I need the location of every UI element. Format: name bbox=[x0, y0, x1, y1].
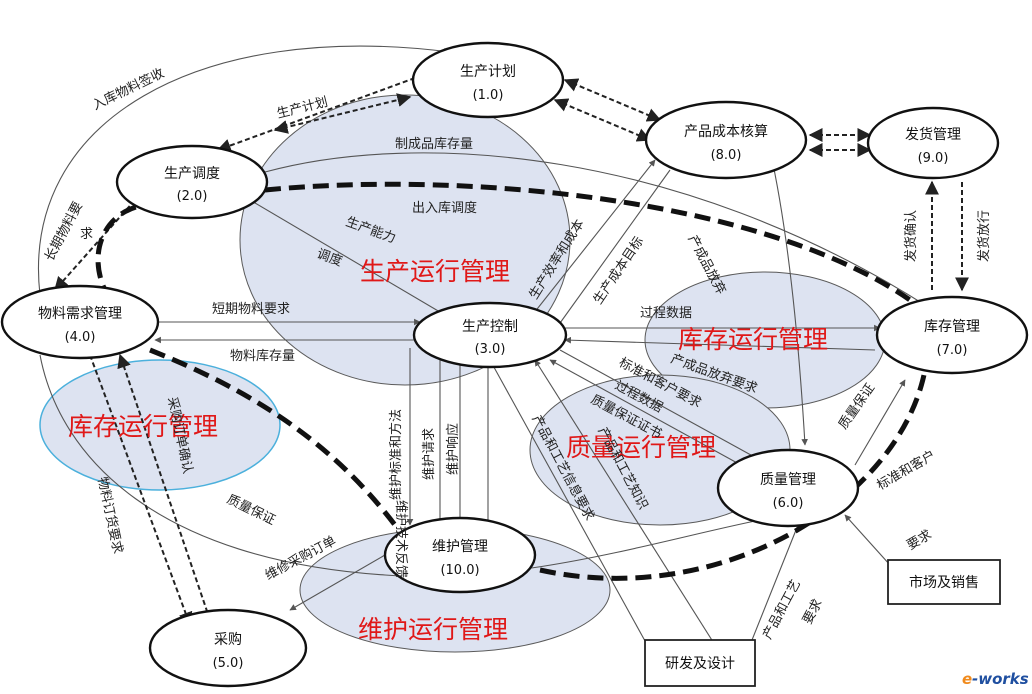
label-std-customer-req-right-1: 标准和客户 bbox=[874, 447, 938, 493]
node-purchase: 采购 (5.0) bbox=[148, 608, 308, 688]
std-customer-req-right-arrow bbox=[844, 514, 891, 566]
label-maint-feedback: 维护技术反馈 bbox=[393, 500, 408, 578]
node-material-name: 物料需求管理 bbox=[38, 306, 122, 322]
inventory-left-region bbox=[39, 359, 281, 491]
long-term-req-arrow bbox=[54, 199, 136, 292]
node-schedule: 生产调度 (2.0) bbox=[115, 144, 269, 220]
node-material-num: (4.0) bbox=[65, 330, 96, 345]
node-maintenance-num: (10.0) bbox=[440, 563, 479, 578]
node-maintenance: 维护管理 (10.0) bbox=[383, 516, 537, 594]
heavy-top-arc bbox=[264, 181, 932, 317]
thin-connectors bbox=[38, 45, 926, 651]
quality-cert-arrow bbox=[549, 359, 751, 471]
plan-to-schedule-arrow bbox=[216, 77, 416, 153]
logo-rest: -works bbox=[972, 670, 1029, 688]
node-plan: 生产计划 (1.0) bbox=[411, 41, 565, 119]
label-inout-schedule: 出入库调度 bbox=[412, 200, 477, 216]
node-inventory: 库存管理 (7.0) bbox=[875, 295, 1029, 375]
efficiency-arrow bbox=[529, 159, 656, 319]
label-maint-std: 维护标准和方法 bbox=[388, 409, 404, 500]
node-quality-num: (6.0) bbox=[773, 496, 804, 511]
node-schedule-name: 生产调度 bbox=[164, 166, 220, 182]
craft-info-req-arrow bbox=[534, 359, 716, 646]
box-market-label: 市场及销售 bbox=[909, 574, 979, 591]
box-rnd: 研发及设计 bbox=[644, 639, 756, 687]
node-control: 生产控制 (3.0) bbox=[412, 301, 568, 369]
node-material: 物料需求管理 (4.0) bbox=[0, 284, 160, 360]
process-data-2-arrow bbox=[559, 349, 761, 461]
quality-assure-right-arrow bbox=[854, 379, 906, 466]
heavy-bottom-arc bbox=[539, 369, 928, 581]
node-control-name: 生产控制 bbox=[462, 319, 518, 335]
node-cost-num: (8.0) bbox=[711, 148, 742, 163]
quality-assure-left-line bbox=[39, 354, 761, 577]
node-cost-name: 产品成本核算 bbox=[684, 124, 768, 140]
craft-knowledge-line bbox=[489, 359, 651, 651]
node-inventory-num: (7.0) bbox=[937, 343, 968, 358]
finished-discard-arrow bbox=[769, 149, 808, 446]
label-maint-request: 维护请求 bbox=[422, 428, 437, 480]
label-finished-inventory: 制成品库存量 bbox=[395, 136, 473, 152]
cost-target-arrow bbox=[554, 169, 671, 331]
maint-order-arrow bbox=[289, 554, 386, 611]
region-labels: 生产运行管理 库存运行管理 库存运行管理 质量运行管理 维护运行管理 bbox=[68, 257, 828, 644]
plan-cost-arrow-a bbox=[563, 78, 662, 122]
inbound-receipt-arrow bbox=[38, 45, 451, 296]
label-std-customer-req-right-2: 要求 bbox=[905, 527, 935, 553]
eworks-logo: e -works bbox=[962, 670, 1029, 688]
label-process-data: 过程数据 bbox=[640, 306, 692, 321]
node-purchase-name: 采购 bbox=[214, 632, 242, 648]
inventory-right-region-label: 库存运行管理 bbox=[678, 325, 828, 354]
node-quality: 质量管理 (6.0) bbox=[716, 448, 860, 528]
label-long-term-req-2: 求 bbox=[80, 227, 93, 242]
label-quality-assure-left: 质量保证 bbox=[224, 492, 277, 528]
node-cost: 产品成本核算 (8.0) bbox=[644, 100, 808, 180]
discard-req-arrow bbox=[564, 336, 876, 351]
order-confirm-arrow bbox=[117, 353, 211, 621]
label-material-inventory: 物料库存量 bbox=[230, 348, 295, 364]
logo-e: e bbox=[962, 670, 972, 688]
heavy-middle-arc bbox=[149, 347, 397, 527]
label-maint-response: 维护响应 bbox=[445, 423, 461, 475]
box-market: 市场及销售 bbox=[887, 559, 1001, 605]
plan-cost-arrow-b bbox=[553, 98, 652, 142]
node-plan-num: (1.0) bbox=[473, 88, 504, 103]
node-quality-name: 质量管理 bbox=[760, 472, 816, 488]
label-craft-req-2: 要求 bbox=[800, 597, 825, 627]
node-inventory-name: 库存管理 bbox=[924, 319, 980, 335]
node-schedule-num: (2.0) bbox=[177, 189, 208, 204]
node-maintenance-name: 维护管理 bbox=[432, 539, 488, 555]
dispatch-arrow bbox=[249, 199, 446, 316]
label-short-term-req: 短期物料要求 bbox=[212, 302, 290, 317]
finished-inventory-line bbox=[264, 152, 926, 306]
maintenance-region-label: 维护运行管理 bbox=[358, 615, 508, 644]
node-shipping: 发货管理 (9.0) bbox=[866, 106, 1000, 180]
node-control-num: (3.0) bbox=[475, 342, 506, 357]
heavy-left-arc bbox=[95, 202, 161, 302]
node-shipping-name: 发货管理 bbox=[905, 126, 961, 143]
node-purchase-num: (5.0) bbox=[213, 656, 244, 671]
craft-req-arrow bbox=[749, 519, 801, 646]
production-region-label: 生产运行管理 bbox=[360, 257, 510, 286]
label-ship-release: 发货放行 bbox=[976, 210, 992, 262]
label-cost-target: 生产成本目标 bbox=[591, 234, 647, 307]
label-ship-confirm: 发货确认 bbox=[903, 210, 919, 262]
node-plan-name: 生产计划 bbox=[460, 64, 516, 80]
node-shipping-num: (9.0) bbox=[918, 151, 949, 166]
quality-region-label: 质量运行管理 bbox=[566, 433, 716, 462]
box-rnd-label: 研发及设计 bbox=[665, 656, 735, 672]
label-craft-req-1: 产品和工艺 bbox=[760, 577, 804, 641]
production-plan-arrow bbox=[273, 93, 412, 134]
inventory-left-region-label: 库存运行管理 bbox=[68, 412, 218, 441]
dotted-connectors bbox=[54, 77, 969, 627]
